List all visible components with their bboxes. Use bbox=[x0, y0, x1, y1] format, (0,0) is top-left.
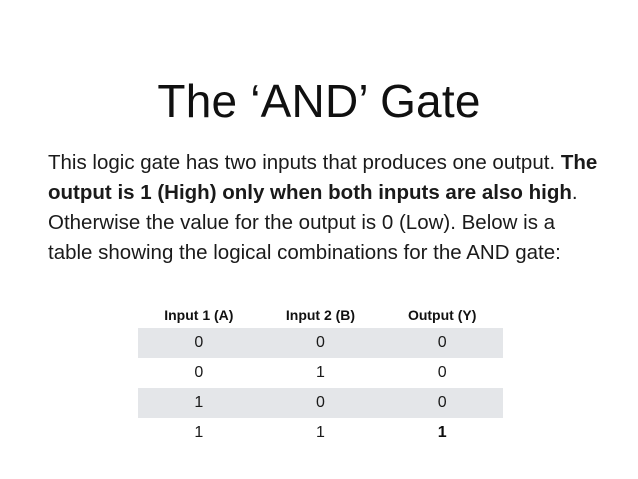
page-title: The ‘AND’ Gate bbox=[157, 74, 481, 127]
cell-input-1: 1 bbox=[194, 424, 204, 441]
cell-input-2: 1 bbox=[316, 364, 325, 381]
paragraph-text: This logic gate has two inputs that prod… bbox=[48, 150, 561, 174]
cell-output: 0 bbox=[437, 364, 447, 381]
cell-input-2: 0 bbox=[259, 328, 382, 358]
cell-input-2: 0 bbox=[259, 388, 382, 418]
table-row: 1 0 0 bbox=[138, 388, 503, 418]
cell-input-2: 1 bbox=[316, 424, 325, 441]
cell-output: 1 bbox=[437, 424, 447, 441]
table-row: 1 1 1 bbox=[138, 418, 503, 448]
truth-table-body: 0 0 0 0 1 0 1 0 0 1 1 1 bbox=[138, 328, 503, 448]
table-header-row: Input 1 (A) Input 2 (B) Output (Y) bbox=[138, 302, 503, 328]
cell-input-1: 0 bbox=[138, 328, 260, 358]
column-header-input-2: Input 2 (B) bbox=[285, 307, 356, 323]
paragraph-text: . Otherwise the value for the output is … bbox=[48, 180, 578, 264]
table-row: 0 0 0 bbox=[138, 328, 503, 358]
column-header-output: Output (Y) bbox=[407, 307, 477, 323]
truth-table-header: Input 1 (A) Input 2 (B) Output (Y) bbox=[138, 302, 503, 328]
cell-output: 0 bbox=[381, 328, 503, 358]
cell-input-1: 1 bbox=[138, 388, 260, 418]
truth-table: Input 1 (A) Input 2 (B) Output (Y) 0 0 0… bbox=[138, 302, 503, 448]
table-row: 0 1 0 bbox=[138, 358, 503, 388]
body-paragraph: This logic gate has two inputs that prod… bbox=[48, 148, 598, 268]
column-header-input-1: Input 1 (A) bbox=[164, 307, 234, 323]
cell-output: 0 bbox=[381, 388, 503, 418]
paragraph-emphasis: The output is 1 (High) only when both in… bbox=[48, 150, 598, 204]
cell-input-1: 0 bbox=[194, 364, 204, 381]
